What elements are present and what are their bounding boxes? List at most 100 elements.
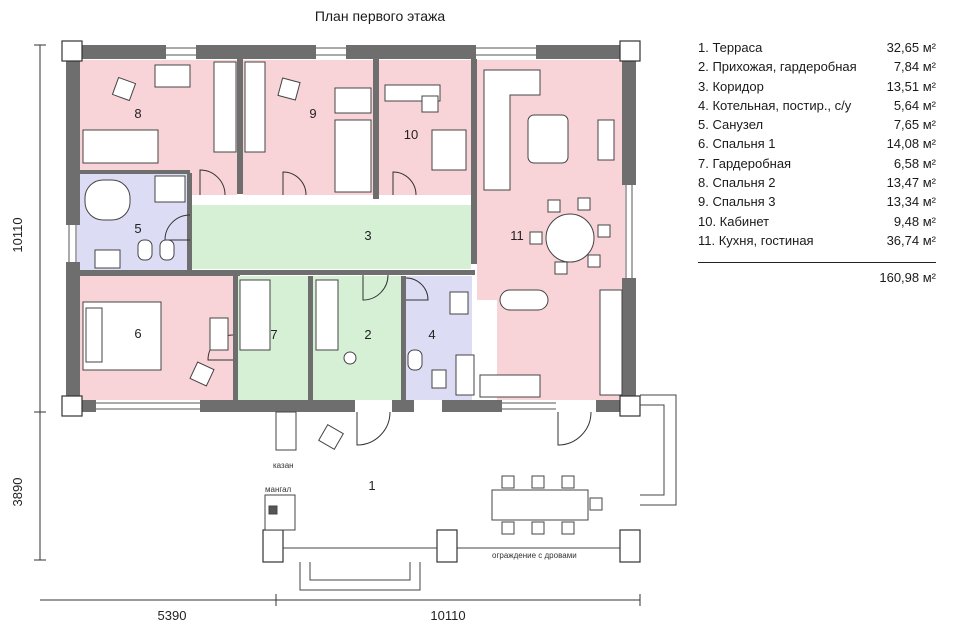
door-room9 (282, 171, 307, 196)
sofa-l-room11 (483, 69, 541, 191)
legend-area: 6,58 м² (893, 155, 936, 171)
wall-int-2 (373, 59, 379, 199)
toilet-room4 (407, 349, 423, 371)
legend-row: 9. Спальня 3 13,34 м² (698, 192, 936, 211)
chair-t6 (561, 521, 575, 535)
legend-area: 7,65 м² (893, 117, 936, 133)
chair-t2 (531, 475, 545, 489)
kitchen-counter (599, 289, 623, 396)
terrace (264, 394, 677, 591)
wall-int-6 (233, 276, 238, 400)
coffee-table (527, 114, 569, 164)
wall-right-upper (622, 45, 636, 185)
legend-label: 8. Спальня 2 (698, 175, 776, 191)
chair-t5 (531, 521, 545, 535)
mangal-label: мангал (265, 485, 292, 494)
legend-label: 4. Котельная, постир., с/у (698, 97, 852, 113)
room-label-7: 7 (270, 327, 277, 342)
side-steps-2 (640, 404, 665, 496)
column-terrace-m (436, 529, 458, 563)
chair-t7 (589, 497, 603, 511)
chair-t4 (501, 521, 515, 535)
chair-room9 (277, 77, 301, 101)
legend-label: 7. Гардеробная (698, 155, 792, 171)
chair-room10 (421, 95, 439, 113)
dining-table (545, 213, 595, 263)
room-label-3: 3 (364, 228, 371, 243)
dim-bottom-left: 5390 (158, 608, 187, 623)
wall-left-upper (66, 45, 80, 225)
legend-area: 13,47 м² (886, 175, 936, 191)
chair-room6 (189, 361, 215, 387)
stove-block (455, 354, 475, 396)
chair-d6 (529, 231, 543, 245)
pouf-room2 (343, 351, 357, 365)
legend-row: 7. Гардеробная 6,58 м² (698, 154, 936, 173)
sink-room5 (94, 249, 121, 269)
legend-label: 11. Кухня, гостиная (698, 232, 814, 248)
room-label-1: 1 (368, 478, 375, 493)
windows (68, 47, 633, 410)
chair-d1 (547, 199, 561, 213)
legend-area: 7,84 м² (893, 59, 936, 75)
legend-area: 13,51 м² (886, 78, 936, 94)
chair-t3 (561, 475, 575, 489)
walls (66, 45, 636, 412)
page-title: План первого этажа (314, 8, 446, 24)
wall-right-lower (622, 278, 636, 412)
shelves-room2 (315, 279, 339, 351)
terrace-steps-2 (309, 562, 411, 581)
toilet-room5 (137, 239, 153, 261)
desk-room9 (334, 87, 372, 114)
desk-room8 (154, 64, 191, 88)
pillow-room6 (85, 307, 103, 363)
wall-int-5 (80, 270, 240, 276)
wall-int-4 (187, 173, 192, 270)
legend-label: 9. Спальня 3 (698, 194, 776, 210)
mangal-inner (268, 505, 278, 515)
shower (154, 175, 186, 203)
chair-room8 (111, 76, 137, 102)
wall-bottom-2 (200, 400, 355, 412)
dim-left-terrace: 3890 (10, 478, 25, 507)
wall-left-lower (66, 262, 80, 412)
wall-int-8 (401, 276, 406, 400)
legend-divider (698, 262, 936, 264)
bed-room9 (334, 119, 372, 193)
bidet-room5 (159, 239, 175, 261)
washer (431, 369, 447, 389)
wall-int-10 (240, 270, 475, 275)
wall-int-7 (308, 276, 313, 400)
side-steps-1 (640, 394, 677, 506)
wall-int-1 (237, 59, 243, 194)
chair-d3 (597, 224, 611, 238)
chair-t1 (501, 475, 515, 489)
legend-row: 8. Спальня 2 13,47 м² (698, 173, 936, 192)
boiler (449, 291, 469, 315)
room-label-11: 11 (510, 228, 524, 243)
legend-label: 1. Терраса (698, 40, 763, 55)
sofa-room10 (431, 129, 467, 171)
wall-top (66, 45, 166, 59)
chair-d5 (554, 261, 568, 275)
dimension-lines (34, 44, 641, 606)
legend-label: 6. Спальня 1 (698, 136, 776, 152)
door-room4 (405, 277, 429, 301)
legend-area: 13,34 м² (886, 194, 936, 210)
kitchen-counter-bottom (479, 374, 541, 398)
door-room11 (557, 411, 592, 446)
wall-int-9 (80, 170, 190, 174)
column-tl (61, 40, 83, 62)
room-label-2: 2 (364, 327, 371, 342)
legend-area: 9,48 м² (893, 213, 936, 229)
kazan-label: казан (273, 461, 294, 470)
door-entrance (356, 411, 391, 446)
